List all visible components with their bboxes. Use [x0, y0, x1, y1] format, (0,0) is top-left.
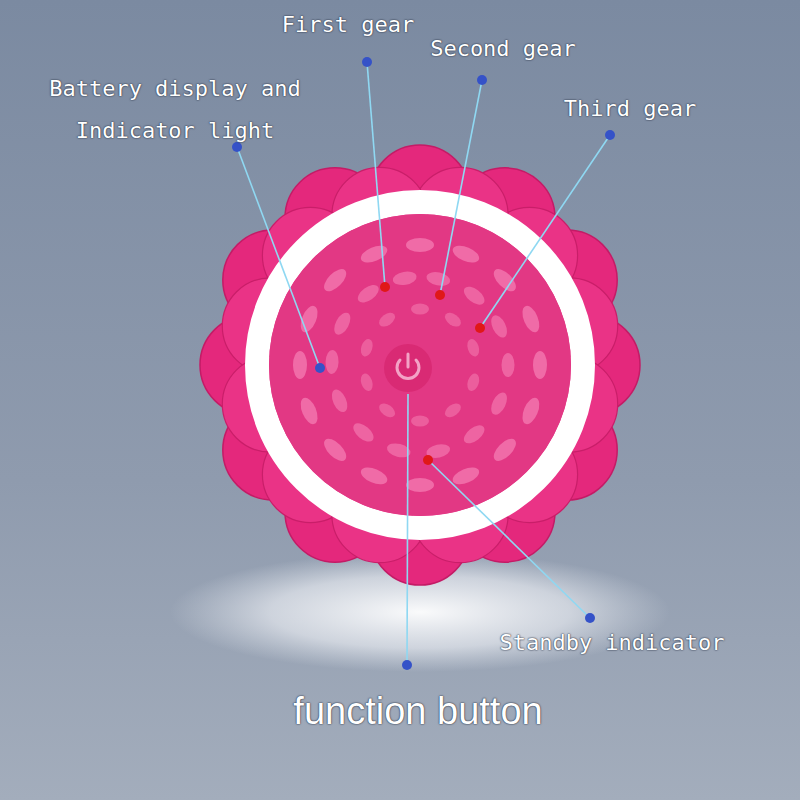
callout-label: Second gear [430, 34, 576, 64]
callout-label: First gear [282, 10, 414, 40]
rose-petals [222, 167, 617, 562]
callout-label: Standby indicator [499, 628, 724, 658]
massage-bumps [293, 238, 547, 492]
callout-label: Battery display and Indicator light [30, 68, 320, 152]
callout-title: function button [293, 688, 542, 734]
part-dots [380, 282, 485, 465]
leader-lines [237, 62, 610, 664]
callout-label: Third gear [564, 94, 696, 124]
label-end-dots [232, 57, 615, 670]
power-button [384, 344, 432, 392]
rose-body [200, 145, 640, 585]
white-ring [257, 202, 583, 528]
